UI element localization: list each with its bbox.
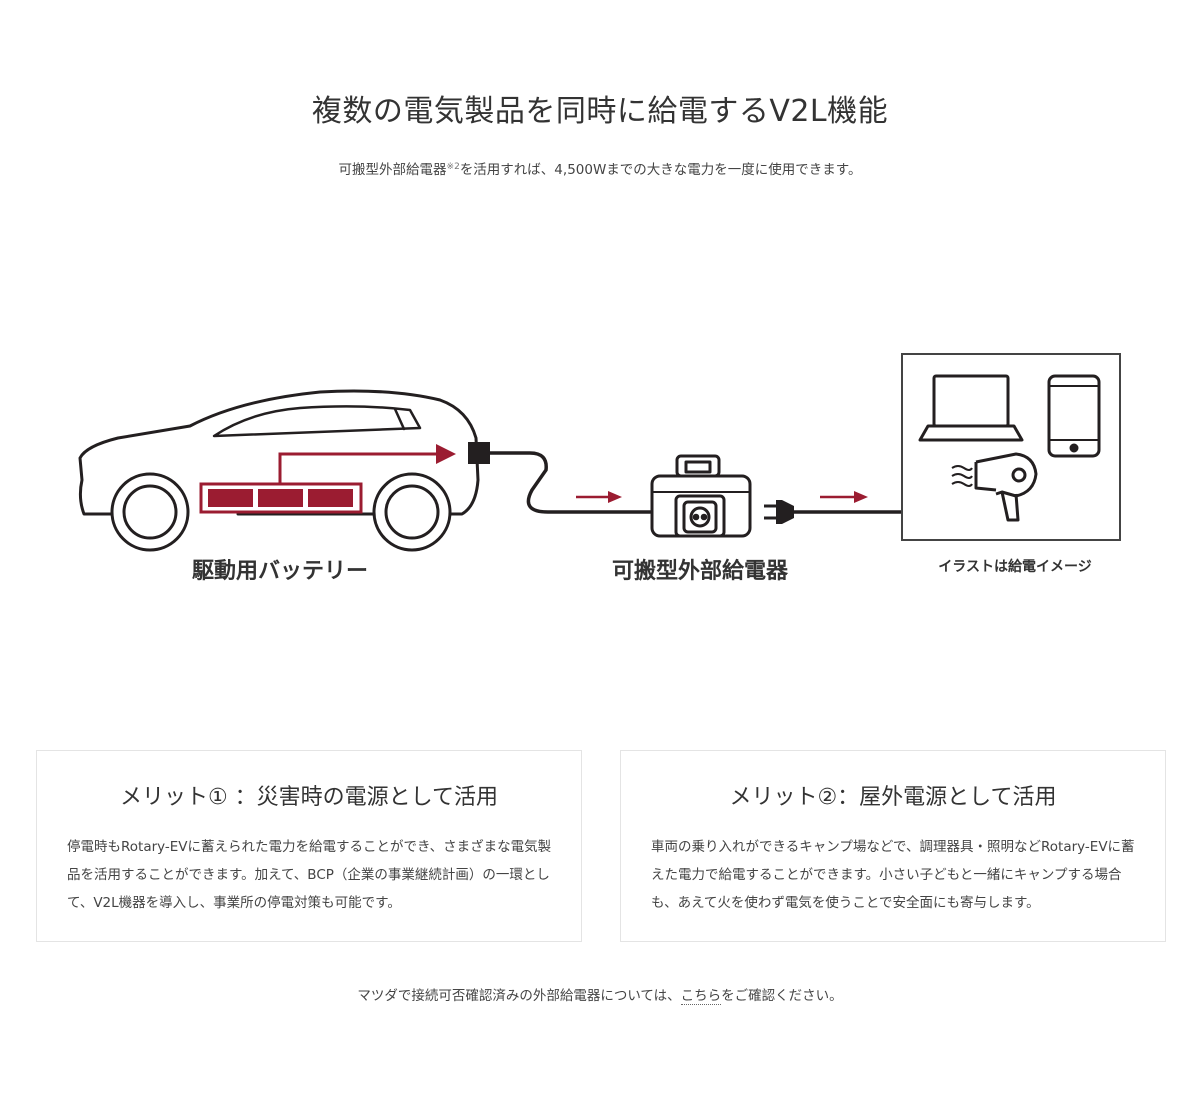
- charging-cable-icon: [468, 442, 652, 514]
- v2l-illustration: 駆動用バッテリー 可搬型外部給電器 イラストは給電イメージ: [0, 330, 1200, 610]
- lead-text: 可搬型外部給電器※2を活用すれば、4,500Wまでの大きな電力を一度に使用できま…: [0, 158, 1200, 178]
- laptop-icon: [918, 374, 1024, 442]
- battery-arrow-icon: [278, 444, 456, 484]
- car-icon: [78, 389, 480, 552]
- merit-body: 車両の乗り入れができるキャンプ場などで、調理器具・照明などRotary-EVに蓄…: [651, 839, 1135, 911]
- power-supply-label: 可搬型外部給電器: [612, 558, 789, 584]
- smartphone-icon: [1047, 374, 1101, 458]
- portable-power-supply-icon: [650, 454, 752, 538]
- merit-body: 停電時もRotary-EVに蓄えられた電力を給電することができ、さまざまな電気製…: [67, 839, 552, 911]
- footer-note: マツダで接続可否確認済みの外部給電器については、こちらをご確認ください。: [0, 984, 1200, 1005]
- battery-label: 駆動用バッテリー: [192, 559, 368, 584]
- merit-title: メリット②：屋外電源として活用: [729, 785, 1057, 810]
- hair-dryer-icon: [951, 452, 1038, 522]
- footnote-marker: ※2: [446, 162, 460, 172]
- merit-card-outdoor: メリット②：屋外電源として活用 車両の乗り入れができるキャンプ場などで、調理器具…: [620, 750, 1166, 942]
- compatible-chargers-link[interactable]: こちら: [680, 988, 722, 1005]
- lead-text-part2: を活用すれば、4,500Wまでの大きな電力を一度に使用できます。: [459, 162, 862, 178]
- page-title: 複数の電気製品を同時に給電するV2L機能: [311, 94, 889, 129]
- power-outlet-icon: [682, 500, 718, 534]
- v2l-diagram: 駆動用バッテリー 可搬型外部給電器 イラストは給電イメージ: [78, 353, 1121, 584]
- lead-text-part1: 可搬型外部給電器: [338, 162, 447, 178]
- arrow-right-icon-2: [820, 491, 868, 503]
- merit-card-disaster: メリット① ：災害時の電源として活用 停電時もRotary-EVに蓄えられた電力…: [36, 750, 582, 942]
- image-note-label: イラストは給電イメージ: [938, 558, 1091, 575]
- merit-title: メリット① ：災害時の電源として活用: [119, 785, 499, 810]
- footer-text-after: をご確認ください。: [721, 988, 843, 1004]
- plug-icon: [764, 500, 902, 524]
- footer-text-before: マツダで接続可否確認済みの外部給電器については、: [357, 988, 681, 1004]
- arrow-right-icon: [576, 491, 622, 503]
- battery-icon: [199, 482, 363, 514]
